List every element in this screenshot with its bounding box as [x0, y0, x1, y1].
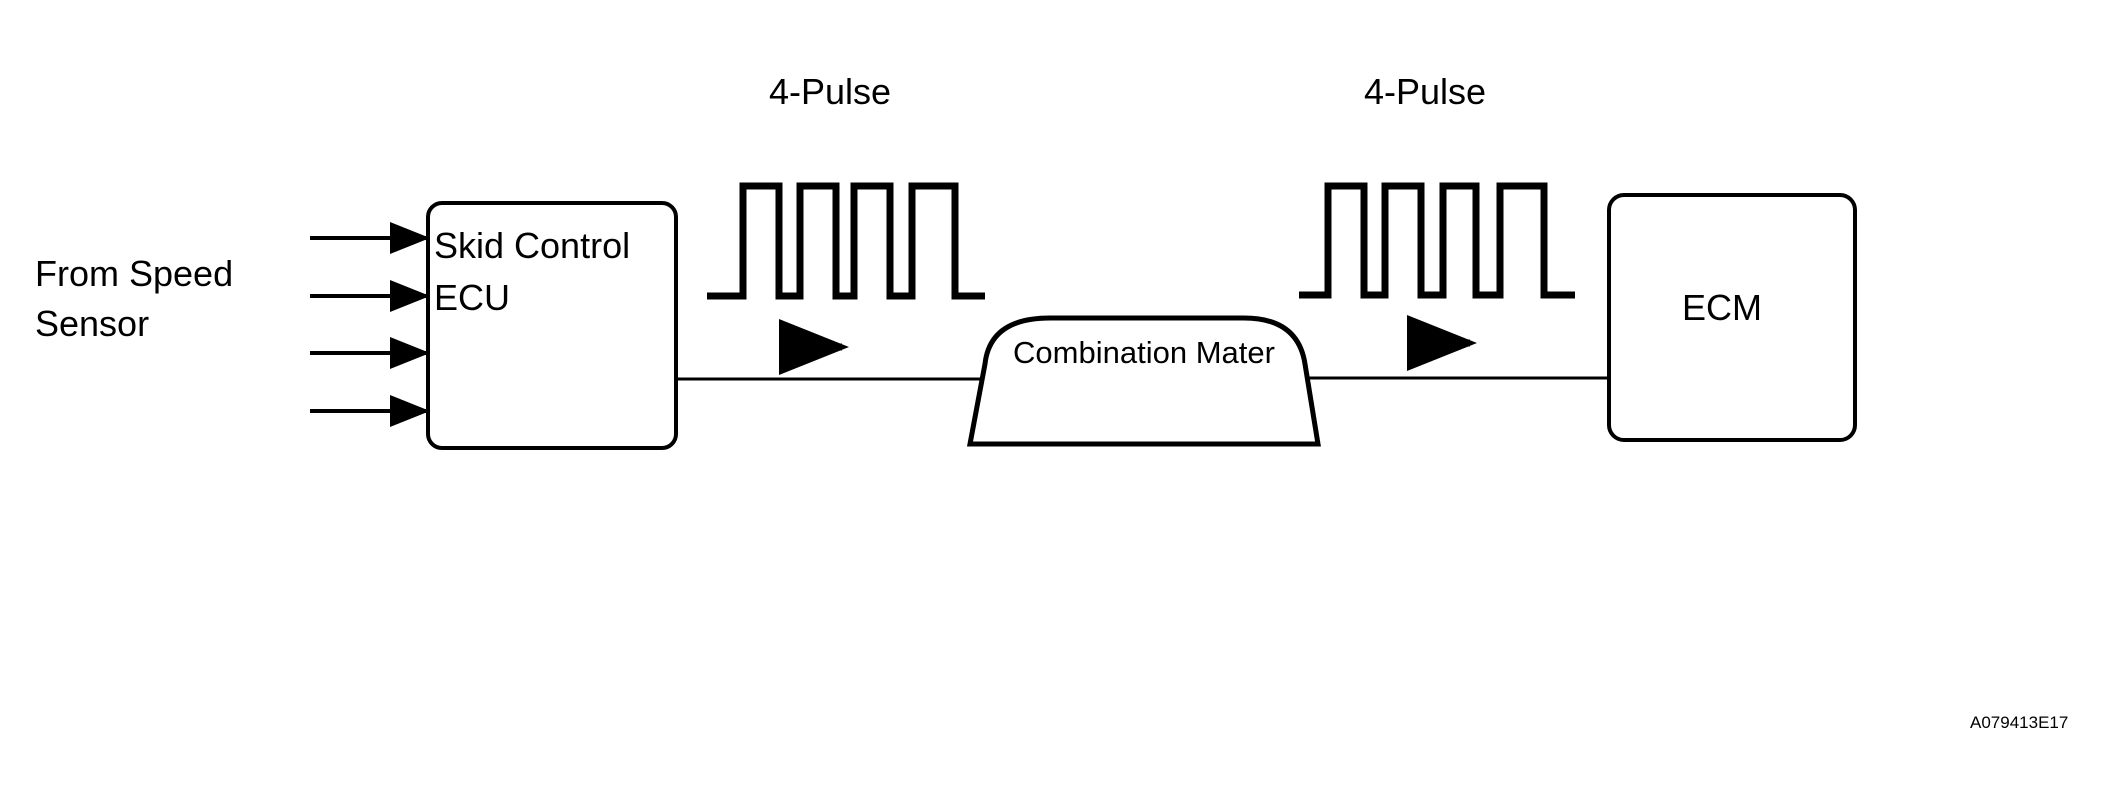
figure-id: A079413E17	[1970, 713, 2068, 732]
skid-control-ecu-box	[426, 201, 678, 450]
combination-meter-shape	[966, 315, 1321, 447]
input-label-line1: From Speed	[35, 253, 233, 294]
pulse-waveform-left	[707, 182, 985, 300]
pulse-waveform-right	[1299, 182, 1575, 299]
pulse-label-left: 4-Pulse	[769, 71, 891, 112]
input-label-line2: Sensor	[35, 303, 149, 344]
ecm-label: ECM	[1682, 287, 1762, 328]
combination-meter-label: Combination Mater	[1013, 335, 1275, 370]
skid-ecu-label-line1: Skid Control	[434, 225, 630, 266]
speed-sensor-input-arrows	[310, 222, 430, 427]
ecm-box	[1607, 193, 1857, 442]
pulse-label-right: 4-Pulse	[1364, 71, 1486, 112]
skid-ecu-label-line2: ECU	[434, 277, 510, 318]
